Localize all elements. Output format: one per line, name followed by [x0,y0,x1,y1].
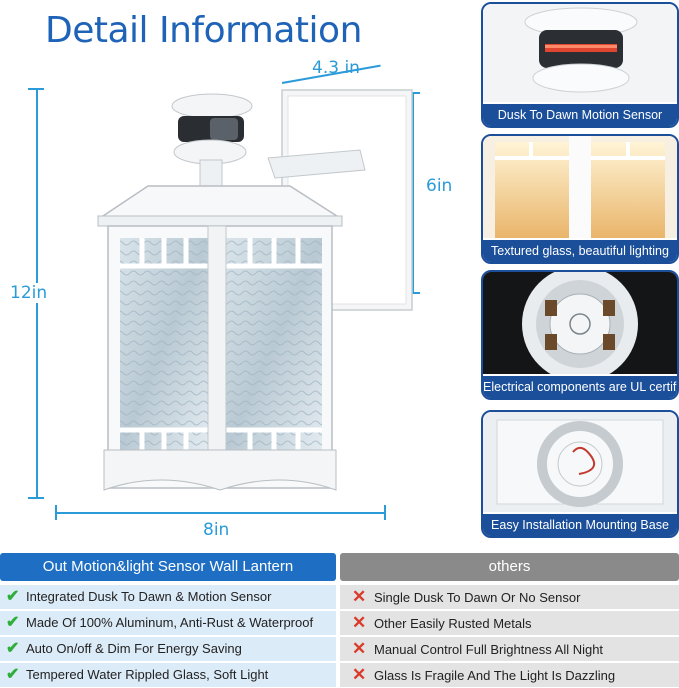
check-icon: ✔ [6,666,20,683]
cross-icon: ✕ [352,613,367,632]
feature-card-textured-glass: Textured glass, beautiful lighting [481,134,679,264]
comparison-row-others: ✕ Single Dusk To Dawn Or No Sensor [340,585,679,609]
check-icon: ✔ [6,614,20,631]
comparison-others-text: Single Dusk To Dawn Or No Sensor [374,590,581,605]
motion-sensor-image [483,4,677,102]
comparison-header-ours: Out Motion&light Sensor Wall Lantern [0,553,336,581]
comparison-row-ours: ✔ Integrated Dusk To Dawn & Motion Sensor [0,585,336,609]
feature-caption: Easy Installation Mounting Base [483,514,677,536]
comparison-row-ours: ✔ Made Of 100% Aluminum, Anti-Rust & Wate… [0,611,336,635]
dimension-height-label: 12in [10,283,48,303]
electrical-components-image [483,272,677,374]
feature-caption: Textured glass, beautiful lighting [483,240,677,262]
feature-caption: Electrical components are UL certified [483,376,677,398]
check-icon: ✔ [6,640,20,657]
feature-card-motion-sensor: Dusk To Dawn Motion Sensor [481,2,679,128]
comparison-row-ours: ✔ Tempered Water Rippled Glass, Soft Ligh… [0,663,336,687]
dimension-height-top-label: 6in [426,176,453,196]
comparison-row-others: ✕ Manual Control Full Brightness All Nigh… [340,637,679,661]
dimension-depth-label: 4.3 in [312,58,360,78]
comparison-ours-text: Integrated Dusk To Dawn & Motion Sensor [26,589,272,604]
textured-glass-image [483,136,677,238]
page-title: Detail Information [45,10,362,51]
comparison-ours-text: Auto On/off & Dim For Energy Saving [26,641,242,656]
comparison-ours-text: Tempered Water Rippled Glass, Soft Light [26,667,269,682]
comparison-row-others: ✕ Other Easily Rusted Metals [340,611,679,635]
comparison-row-ours: ✔ Auto On/off & Dim For Energy Saving [0,637,336,661]
comparison-others-text: Glass Is Fragile And The Light Is Dazzli… [374,668,616,683]
cross-icon: ✕ [352,587,367,606]
feature-caption: Dusk To Dawn Motion Sensor [483,104,677,126]
comparison-others-text: Other Easily Rusted Metals [374,616,532,631]
check-icon: ✔ [6,588,20,605]
wall-lantern-image [97,89,413,491]
comparison-header-others: others [340,553,679,581]
cross-icon: ✕ [352,639,367,658]
comparison-others-text: Manual Control Full Brightness All Night [374,642,604,657]
feature-card-ul-certified: Electrical components are UL certified [481,270,679,400]
mounting-base-image [483,412,677,512]
comparison-row-others: ✕ Glass Is Fragile And The Light Is Dazzl… [340,663,679,687]
dimension-width-label: 8in [203,520,230,540]
comparison-ours-text: Made Of 100% Aluminum, Anti-Rust & Water… [26,615,314,630]
feature-card-mounting-base: Easy Installation Mounting Base [481,410,679,538]
cross-icon: ✕ [352,665,367,684]
